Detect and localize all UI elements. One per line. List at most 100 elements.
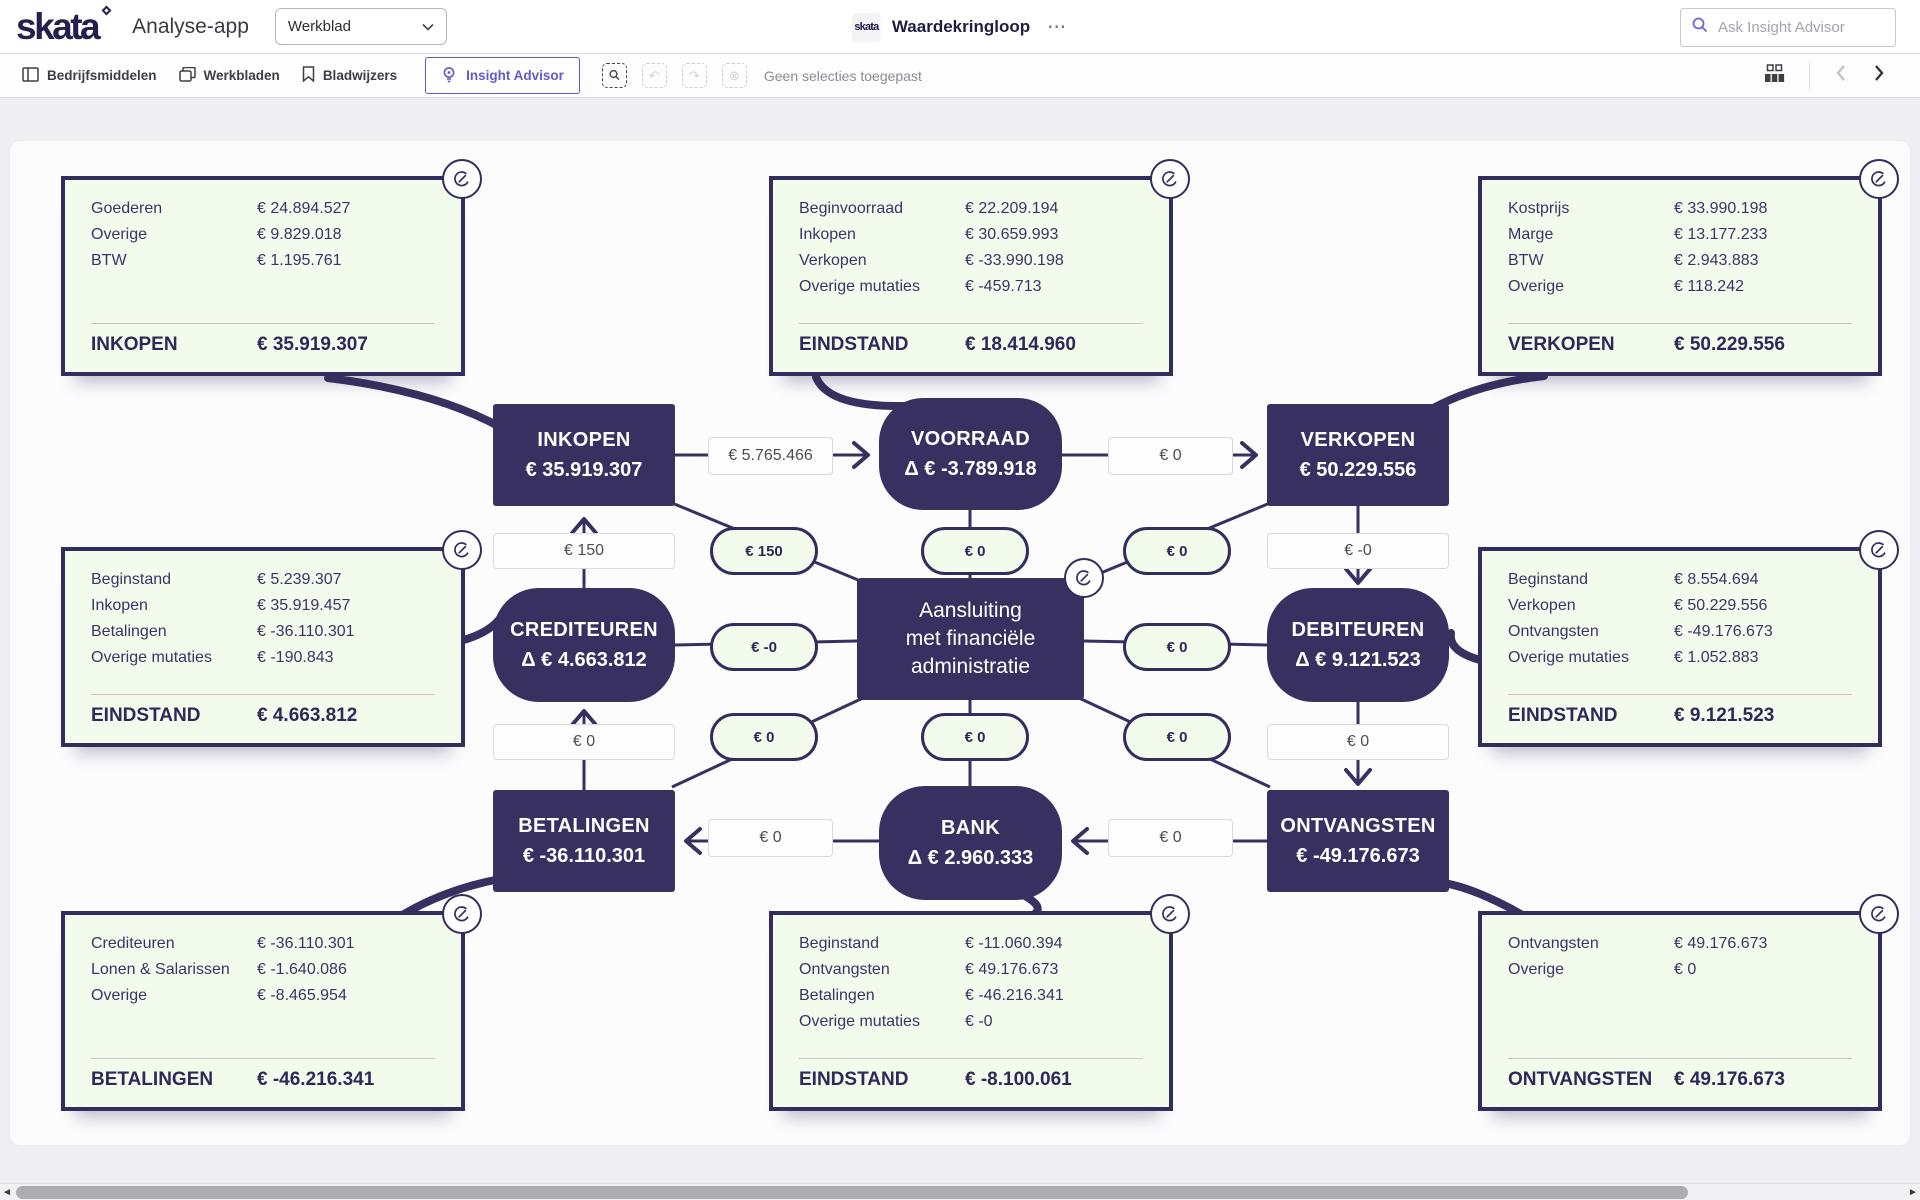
node-title: CREDITEUREN	[510, 618, 658, 641]
node-value: Δ € -3.789.918	[904, 457, 1037, 480]
node-betalingen[interactable]: BETALINGEN € -36.110.301	[493, 790, 675, 892]
row-label: Verkopen	[799, 252, 867, 269]
insight-advisor-button[interactable]: Insight Advisor	[425, 57, 580, 94]
node-title: DEBITEUREN	[1291, 618, 1425, 641]
swoosh-midright-card	[1446, 629, 1484, 664]
total-value: € -46.216.341	[257, 1069, 375, 1090]
row-label: Kostprijs	[1508, 200, 1570, 217]
row-label: Overige	[91, 226, 148, 243]
refresh-badge-button[interactable]	[1064, 558, 1104, 598]
refresh-badge-button[interactable]	[1859, 530, 1899, 570]
flow-label-voorraad-verkopen: € 0	[1108, 437, 1233, 475]
table-row: Inkopen€ 35.919.457	[91, 597, 435, 615]
divider	[799, 323, 1143, 324]
sheets-icon	[178, 66, 196, 85]
divider	[799, 1058, 1143, 1059]
node-center-aansluiting[interactable]: Aansluiting met financiële administratie	[857, 558, 1104, 700]
row-value: € -8.465.954	[257, 987, 347, 1004]
card-total: INKOPEN€ 35.919.307	[91, 334, 435, 356]
row-label: Goederen	[91, 200, 163, 217]
total-label: EINDSTAND	[799, 334, 909, 355]
row-value: € 9.829.018	[257, 226, 342, 243]
node-debiteuren[interactable]: DEBITEUREN Δ € 9.121.523	[1267, 588, 1449, 702]
search-input[interactable]	[1718, 19, 1878, 36]
logo-text: skata	[16, 5, 101, 47]
flow-label-verkopen-debiteuren: € -0	[1267, 533, 1449, 569]
toolbar-divider	[1809, 61, 1810, 90]
row-label: Betalingen	[91, 623, 167, 640]
more-options-button[interactable]: ⋯	[1047, 16, 1069, 38]
insight-advisor-search[interactable]	[1680, 8, 1896, 47]
row-label: Overige	[1508, 961, 1565, 978]
row-value: € -33.990.198	[965, 252, 1064, 269]
table-row: Beginstand€ 8.554.694	[1508, 571, 1852, 589]
node-value: € -36.110.301	[522, 844, 646, 867]
refresh-badge-button[interactable]	[442, 530, 482, 570]
total-value: € 49.176.673	[1674, 1069, 1785, 1090]
pill-center-bank: € 0	[921, 713, 1029, 761]
table-row: Betalingen € -36.110.301	[91, 623, 435, 641]
sheet-selector-dropdown[interactable]: Werkblad	[274, 8, 447, 45]
scroll-left-button[interactable]: ◄	[2, 1187, 12, 1198]
node-verkopen[interactable]: VERKOPEN € 50.229.556	[1267, 404, 1449, 506]
node-crediteuren[interactable]: CREDITEUREN Δ € 4.663.812	[493, 588, 675, 702]
row-value: € -49.176.673	[1674, 623, 1773, 640]
previous-sheet-button[interactable]	[1834, 64, 1848, 87]
tab-assets[interactable]: Bedrijfsmiddelen	[22, 66, 157, 85]
node-bank[interactable]: BANK Δ € 2.960.333	[879, 786, 1062, 900]
total-label: VERKOPEN	[1508, 334, 1615, 355]
step-forward-button[interactable]: ↷	[681, 63, 707, 88]
swoosh-topleft-card	[324, 374, 506, 432]
table-row: Overige€ 118.242	[1508, 278, 1852, 296]
divider	[91, 1058, 435, 1059]
total-value: € 18.414.960	[965, 334, 1076, 355]
scrollbar-thumb[interactable]	[16, 1186, 1688, 1199]
horizontal-scrollbar[interactable]: ◄ ►	[0, 1183, 1920, 1200]
arrowhead-up-icon	[570, 517, 598, 535]
row-value: € 24.894.527	[257, 200, 351, 217]
refresh-badge-button[interactable]	[442, 159, 482, 199]
row-value: € -36.110.301	[257, 623, 355, 640]
sheet-overview-button[interactable]	[1764, 63, 1785, 88]
step-back-button[interactable]: ↶	[641, 63, 667, 88]
tab-bookmarks[interactable]: Bladwijzers	[302, 66, 397, 85]
next-sheet-button[interactable]	[1872, 64, 1886, 87]
refresh-badge-button[interactable]	[1859, 894, 1899, 934]
toolbar: Bedrijfsmiddelen Werkbladen Bladwijzers …	[0, 54, 1920, 98]
refresh-badge-button[interactable]	[1859, 159, 1899, 199]
row-label: Overige	[1508, 278, 1565, 295]
card-crediteuren-breakdown: Beginstand€ 5.239.307 Inkopen€ 35.919.45…	[61, 530, 482, 747]
sheet-thumbnail: skata	[851, 12, 881, 42]
refresh-badge-button[interactable]	[442, 894, 482, 934]
scroll-right-button[interactable]: ►	[1908, 1187, 1918, 1198]
row-label: Overige mutaties	[91, 649, 212, 666]
total-value: € 50.229.556	[1674, 334, 1785, 355]
table-row: Crediteuren€ -36.110.301	[91, 935, 435, 953]
row-label: Ontvangsten	[1508, 935, 1599, 952]
row-value: € 1.052.883	[1674, 649, 1759, 666]
center-line-3: administratie	[910, 655, 1031, 679]
assets-panel-icon	[22, 66, 39, 85]
refresh-badge-button[interactable]	[1150, 894, 1190, 934]
row-label: BTW	[91, 252, 127, 269]
row-value: € 0	[1674, 961, 1697, 978]
node-voorraad[interactable]: VOORRAAD Δ € -3.789.918	[879, 398, 1062, 510]
row-label: Beginstand	[1508, 571, 1589, 588]
card-total: EINDSTAND€ 9.121.523	[1508, 705, 1852, 727]
row-value: € -190.843	[257, 649, 334, 666]
app-title: Analyse-app	[132, 14, 249, 38]
table-row: Kostprijs€ 33.990.198	[1508, 200, 1852, 218]
node-ontvangsten[interactable]: ONTVANGSTEN € -49.176.673	[1267, 790, 1449, 892]
card-verkopen-breakdown: Kostprijs€ 33.990.198 Marge€ 13.177.233 …	[1478, 159, 1899, 376]
tab-sheets[interactable]: Werkbladen	[178, 66, 280, 85]
smart-search-button[interactable]	[601, 63, 627, 88]
arrowhead-left-icon	[1071, 827, 1089, 855]
divider	[1508, 1058, 1852, 1059]
clear-selections-button[interactable]: ⊗	[721, 63, 747, 88]
row-label: Crediteuren	[91, 935, 175, 952]
node-inkopen[interactable]: INKOPEN € 35.919.307	[493, 404, 675, 506]
row-label: Betalingen	[799, 987, 875, 1004]
refresh-badge-button[interactable]	[1150, 159, 1190, 199]
tab-sheets-label: Werkbladen	[203, 68, 280, 83]
tab-bookmarks-label: Bladwijzers	[322, 68, 398, 83]
